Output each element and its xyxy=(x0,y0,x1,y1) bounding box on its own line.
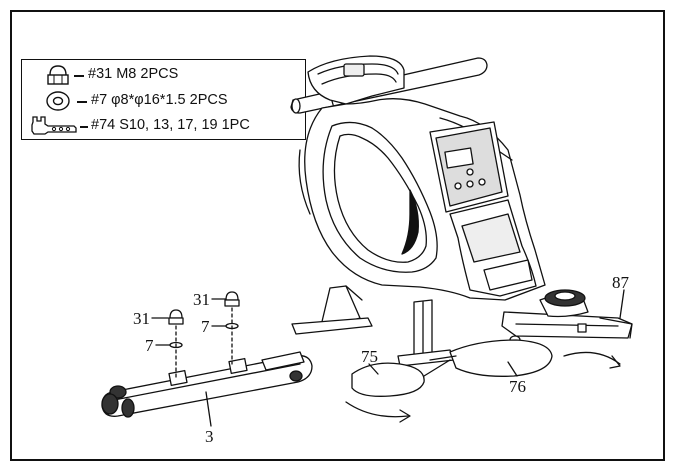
front-stand xyxy=(291,285,373,335)
parts-list-item: #31 M8 2PCS xyxy=(22,63,305,87)
leader-3 xyxy=(205,391,212,427)
rear-stabilizer-87 xyxy=(501,289,633,345)
rotation-arrow-right xyxy=(563,351,621,365)
center-post xyxy=(397,299,455,367)
callout-7-right: 7 xyxy=(201,317,210,336)
cap-nut-31-right xyxy=(224,291,240,307)
parts-list-item: #7 φ8*φ16*1.5 2PCS xyxy=(22,89,305,113)
wrench-icon xyxy=(31,116,77,135)
arrow-head-right xyxy=(609,355,621,369)
callout-31-right: 31 xyxy=(193,290,210,309)
callout-76: 76 xyxy=(509,377,526,396)
callout-75: 75 xyxy=(361,347,378,366)
callout-87: 87 xyxy=(612,273,630,292)
pedal-76 xyxy=(429,339,553,377)
front-stabilizer-3 xyxy=(101,351,313,418)
callout-3: 3 xyxy=(205,427,214,446)
callout-31-left: 31 xyxy=(133,309,150,328)
console xyxy=(429,121,509,213)
parts-list-box: #31 M8 2PCS #7 φ8*φ16*1.5 2PCS #74 S10, … xyxy=(21,59,306,140)
part-74-label: #74 S10, 13, 17, 19 1PC xyxy=(91,117,250,133)
part-7-label: #7 φ8*φ16*1.5 2PCS xyxy=(91,92,228,108)
cap-nut-31-left xyxy=(168,309,184,325)
arrow-head-left xyxy=(399,409,411,423)
callout-7-left: 7 xyxy=(145,336,154,355)
leader-87 xyxy=(619,289,625,319)
rotation-arrow-left xyxy=(345,401,409,418)
diagram-frame xyxy=(10,10,665,461)
cap-nut-icon xyxy=(47,65,69,85)
parts-list-item: #74 S10, 13, 17, 19 1PC xyxy=(22,114,305,138)
leader-76 xyxy=(507,361,518,377)
leader-75 xyxy=(368,363,379,375)
washer-icon xyxy=(46,91,70,111)
part-31-label: #31 M8 2PCS xyxy=(88,66,179,82)
top-housing xyxy=(307,55,405,105)
seat-rail xyxy=(449,199,537,297)
pedal-75 xyxy=(351,359,451,397)
